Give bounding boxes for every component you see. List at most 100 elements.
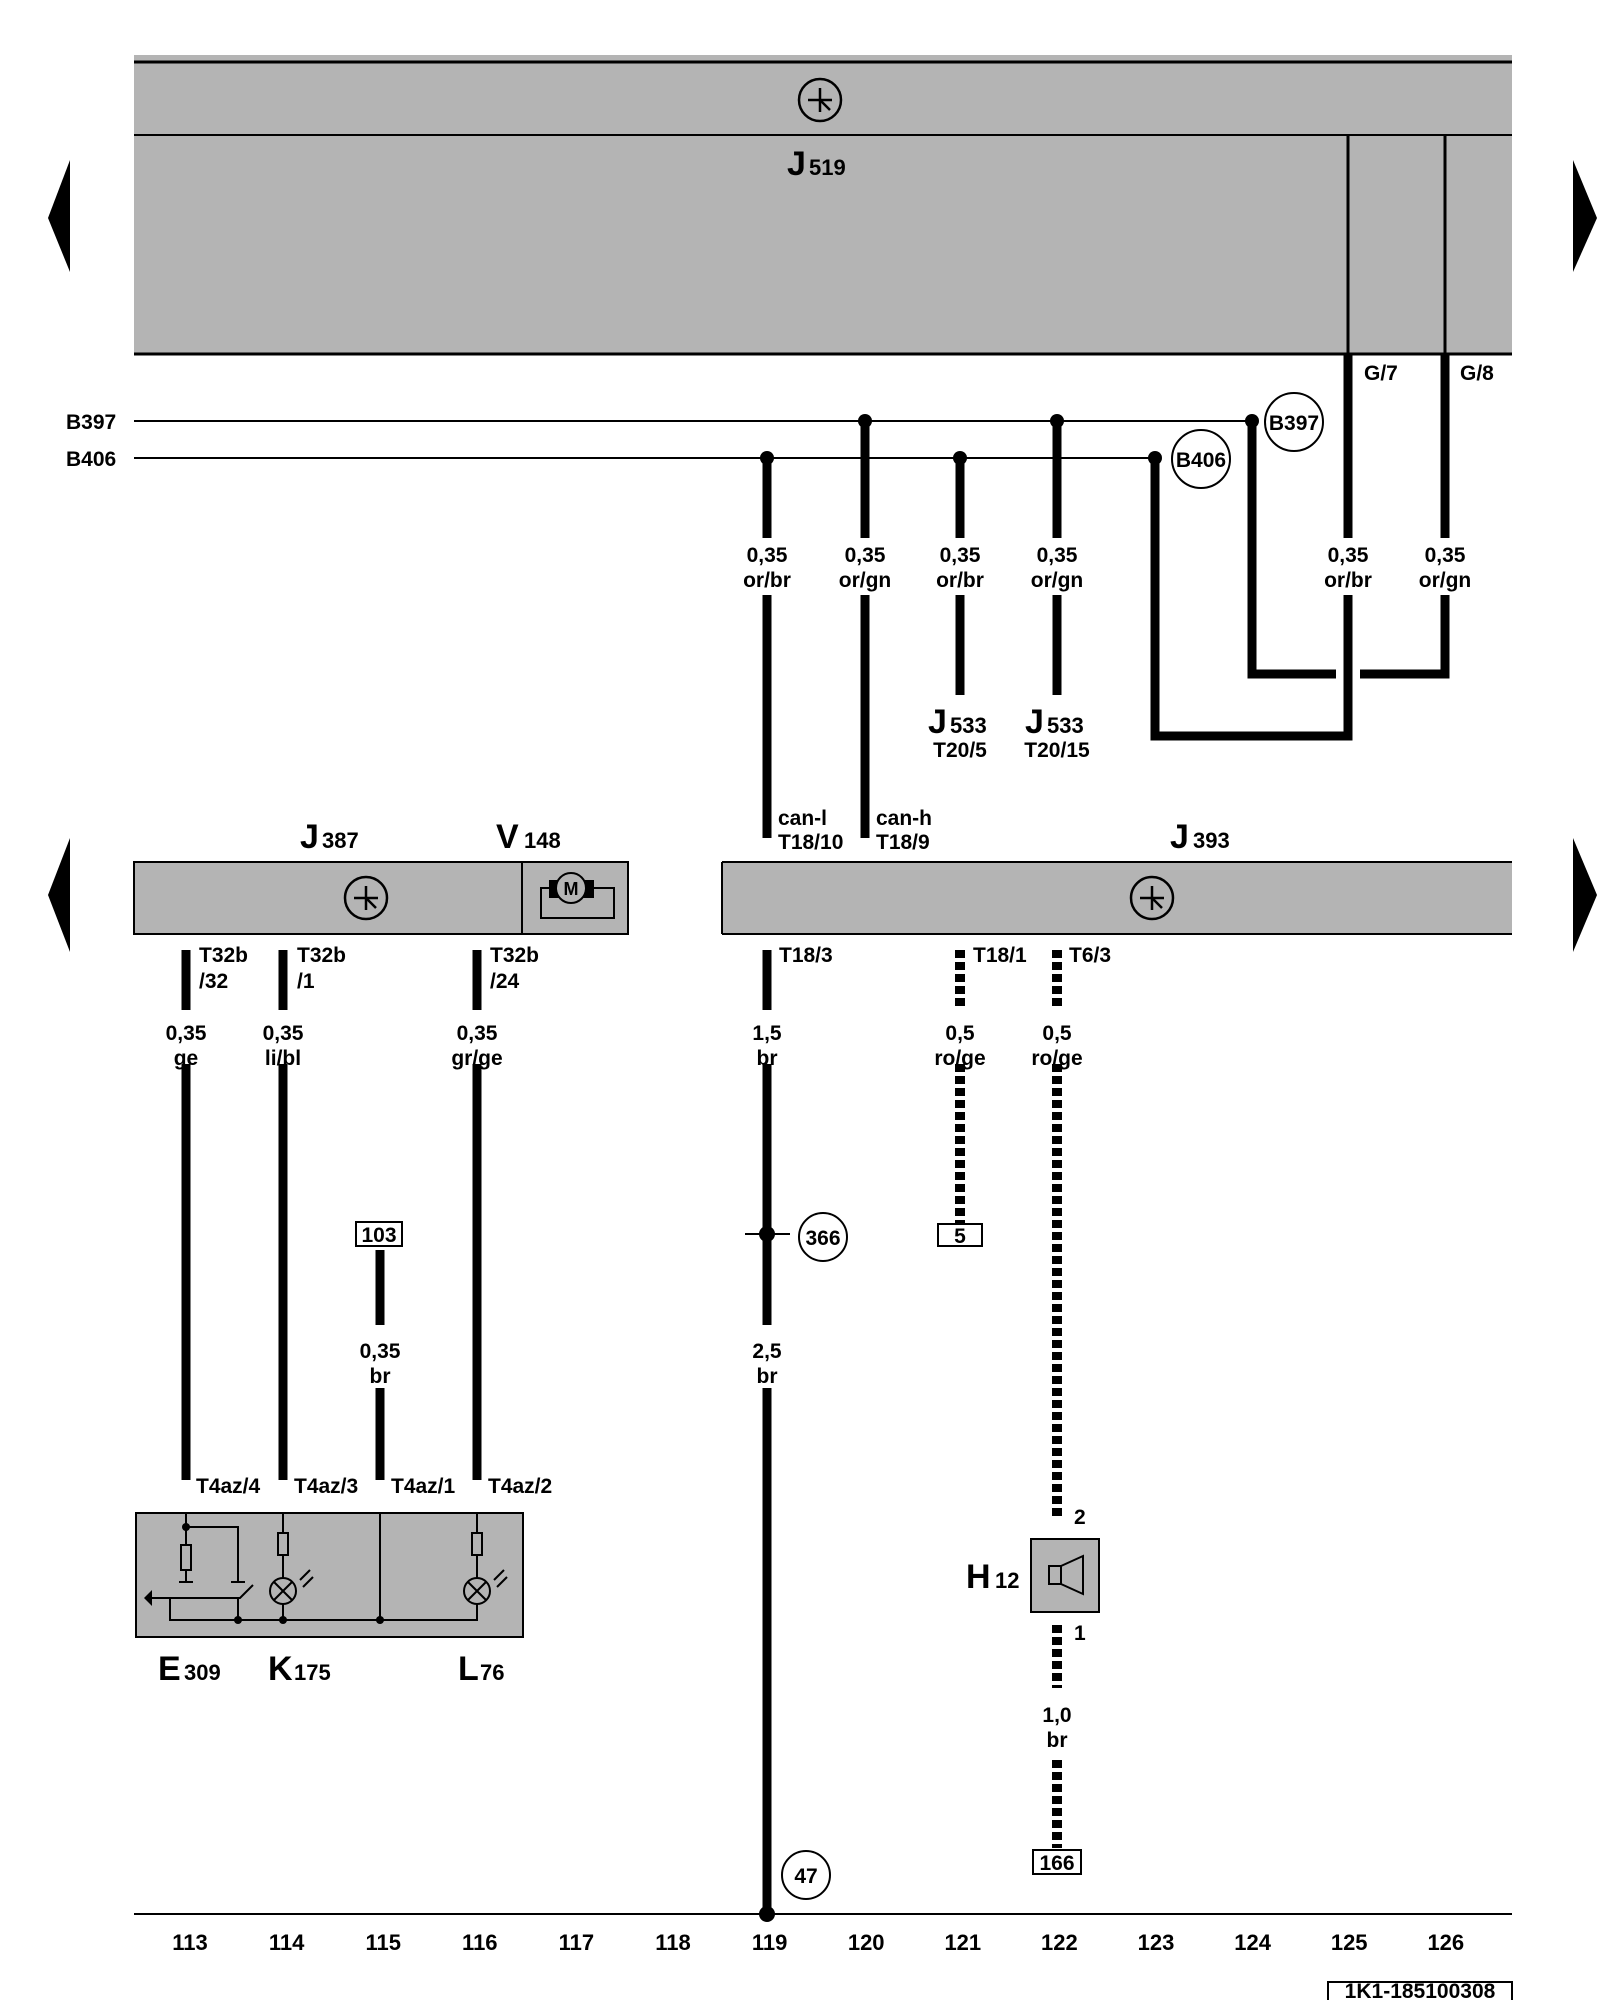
pin-t32b-24-a: T32b [490,944,539,967]
wire-121-low-color: ro/ge [934,1047,985,1070]
wire-115-size: 0,35 [360,1340,401,1363]
column-number: 123 [1138,1930,1175,1955]
wire-120-top-size: 0,35 [845,544,886,567]
ground-47: 47 [794,1865,817,1888]
wire-122-mid-size: 0,5 [1042,1022,1072,1045]
pin-g8: G/8 [1460,362,1494,385]
wire-119-low-color: br [757,1365,778,1388]
column-number: 122 [1041,1930,1078,1955]
column-number: 124 [1234,1930,1271,1955]
pin-t32b-24-b: /24 [490,970,520,993]
wire-113-size: 0,35 [166,1022,207,1045]
control-unit-icon [797,77,843,123]
wire-121-top-color: or/br [936,569,984,592]
pin-t32b-1-b: /1 [297,970,315,993]
pin-t18-10: T18/10 [778,831,843,854]
control-unit-icon [1129,875,1175,921]
page-prev-arrow-top[interactable] [48,160,70,272]
l76-number: 76 [480,1660,504,1685]
bus-b406-label: B406 [66,448,116,471]
j387-control-unit: M J 387 V 148 [133,818,629,935]
switch-lamp-module [135,1512,524,1638]
k175-letter: K [268,1650,293,1688]
j533-a-pin: T20/5 [933,739,987,762]
page-next-arrow-mid[interactable] [1573,838,1597,952]
j533-a-number: 533 [950,713,987,738]
pin-g7: G/7 [1364,362,1398,385]
v148-letter: V [496,818,519,856]
j387-letter: J [300,818,319,856]
pin-t32b-32-a: T32b [199,944,248,967]
pin-t32b-1-a: T32b [297,944,346,967]
j393-control-unit: J 393 [721,818,1512,935]
j533-b-number: 533 [1047,713,1084,738]
pin-t4az-2: T4az/2 [488,1475,552,1498]
drawing-id: 1K1-185100308 [1345,1980,1496,2000]
k175-number: 175 [294,1660,331,1685]
pin-t4az-3: T4az/3 [294,1475,358,1498]
column-number: 116 [462,1930,498,1955]
pin-can-h: can-h [876,807,932,830]
pin-t18-1: T18/1 [973,944,1027,967]
motor-icon: M [540,872,615,919]
e309-number: 309 [184,1660,221,1685]
reference-5[interactable]: 5 [954,1225,966,1248]
wire-122-low-size: 1,0 [1042,1704,1071,1727]
j393-number: 393 [1193,828,1230,853]
reference-166[interactable]: 166 [1039,1852,1074,1875]
j533-b-letter: J [1025,703,1044,741]
j533-b-pin: T20/15 [1024,739,1090,762]
pin-t18-9: T18/9 [876,831,930,854]
wire-114-color: li/bl [265,1047,301,1070]
wire-119-mid-size: 1,5 [752,1022,782,1045]
wire-121-top-size: 0,35 [940,544,981,567]
page-next-arrow-top[interactable] [1573,160,1597,272]
wire-119-top-color: or/br [743,569,791,592]
pin-t32b-32-b: /32 [199,970,228,993]
wire-119-top-size: 0,35 [747,544,788,567]
wire-113-color: ge [174,1047,199,1070]
l76-letter: L [458,1650,479,1688]
column-number: 125 [1331,1930,1368,1955]
wire-115-color: br [370,1365,391,1388]
wire-126-color: or/gn [1419,569,1472,592]
j533-a-letter: J [928,703,947,741]
ground-366: 366 [805,1227,840,1250]
wire-122-top-color: or/gn [1031,569,1084,592]
pin-can-l: can-l [778,807,827,830]
j519-control-unit: J 519 [134,55,1512,356]
bus-b397-circle: B397 [1269,412,1319,435]
wire-121-low-size: 0,5 [945,1022,975,1045]
j387-number: 387 [322,828,359,853]
e309-letter: E [158,1650,181,1688]
pin-t4az-1: T4az/1 [391,1475,456,1498]
pin-t18-3: T18/3 [779,944,833,967]
wire-122-low-color: br [1047,1729,1068,1752]
wire-122-mid-color: ro/ge [1031,1047,1082,1070]
j519-letter: J [787,145,806,183]
wire-122-top-size: 0,35 [1037,544,1078,567]
column-number: 126 [1427,1930,1464,1955]
wire-116-size: 0,35 [457,1022,498,1045]
wire-125-color: or/br [1324,569,1372,592]
wire-116-color: gr/ge [451,1047,502,1070]
control-unit-icon [343,875,389,921]
j519-number: 519 [809,155,846,180]
v148-number: 148 [524,828,561,853]
column-number: 113 [172,1930,208,1955]
page-prev-arrow-mid[interactable] [48,838,70,952]
h12-pin1: 1 [1074,1622,1086,1645]
column-number: 119 [752,1930,788,1955]
column-number: 115 [365,1930,401,1955]
h12-horn [1030,1538,1100,1613]
wire-120-top-color: or/gn [839,569,892,592]
wire-119-mid-color: br [757,1047,778,1070]
column-number: 120 [848,1930,885,1955]
column-number: 121 [944,1930,981,1955]
h12-pin2: 2 [1074,1506,1086,1529]
wire-114-size: 0,35 [263,1022,304,1045]
reference-103[interactable]: 103 [361,1224,396,1247]
h12-letter: H [966,1558,991,1596]
